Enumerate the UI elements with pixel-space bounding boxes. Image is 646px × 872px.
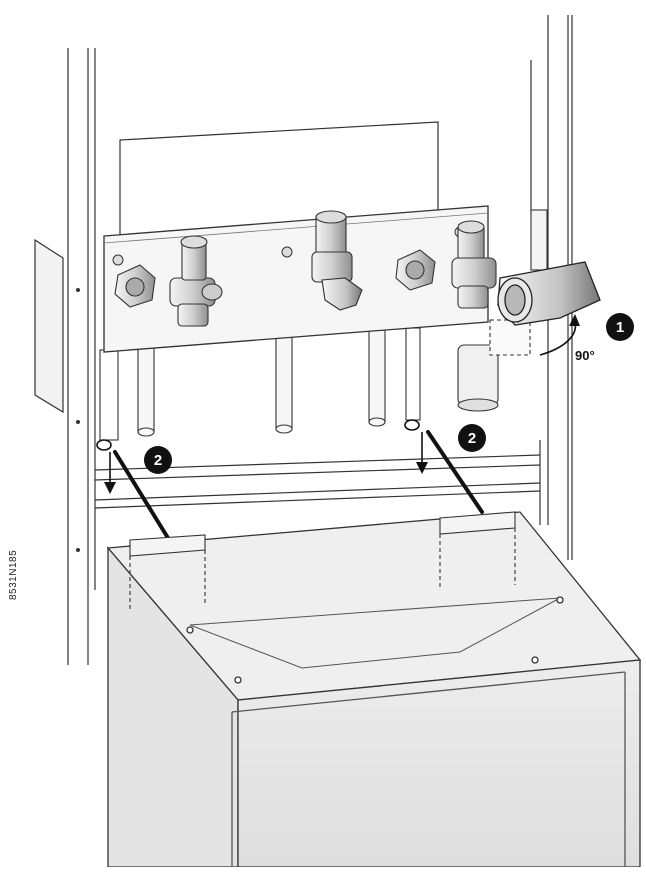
down-arrow-right (404, 419, 428, 474)
rotating-handle (497, 261, 601, 326)
drain-pipe (457, 209, 548, 412)
callout-2-left-label: 2 (154, 452, 162, 469)
valve-left (114, 235, 223, 327)
side-plate (34, 238, 80, 552)
callout-2-right-badge: 2 (458, 424, 486, 452)
valve-right (395, 220, 497, 309)
down-arrow-left (96, 439, 116, 494)
callout-2-left-badge: 2 (144, 446, 172, 474)
reference-code: 8531N185 (8, 549, 19, 600)
guide-lines (113, 430, 484, 540)
valve-center (311, 210, 363, 311)
box-hook-right (439, 511, 516, 590)
rotation-label: 90° (575, 348, 595, 363)
callout-2-right-label: 2 (468, 430, 476, 447)
rotation-arrow (539, 314, 580, 356)
callout-1-badge: 1 (606, 313, 634, 341)
callout-1-label: 1 (616, 319, 624, 336)
vertical-pipes (99, 327, 421, 441)
box-hook-left (129, 534, 206, 612)
appliance-box (106, 511, 642, 868)
